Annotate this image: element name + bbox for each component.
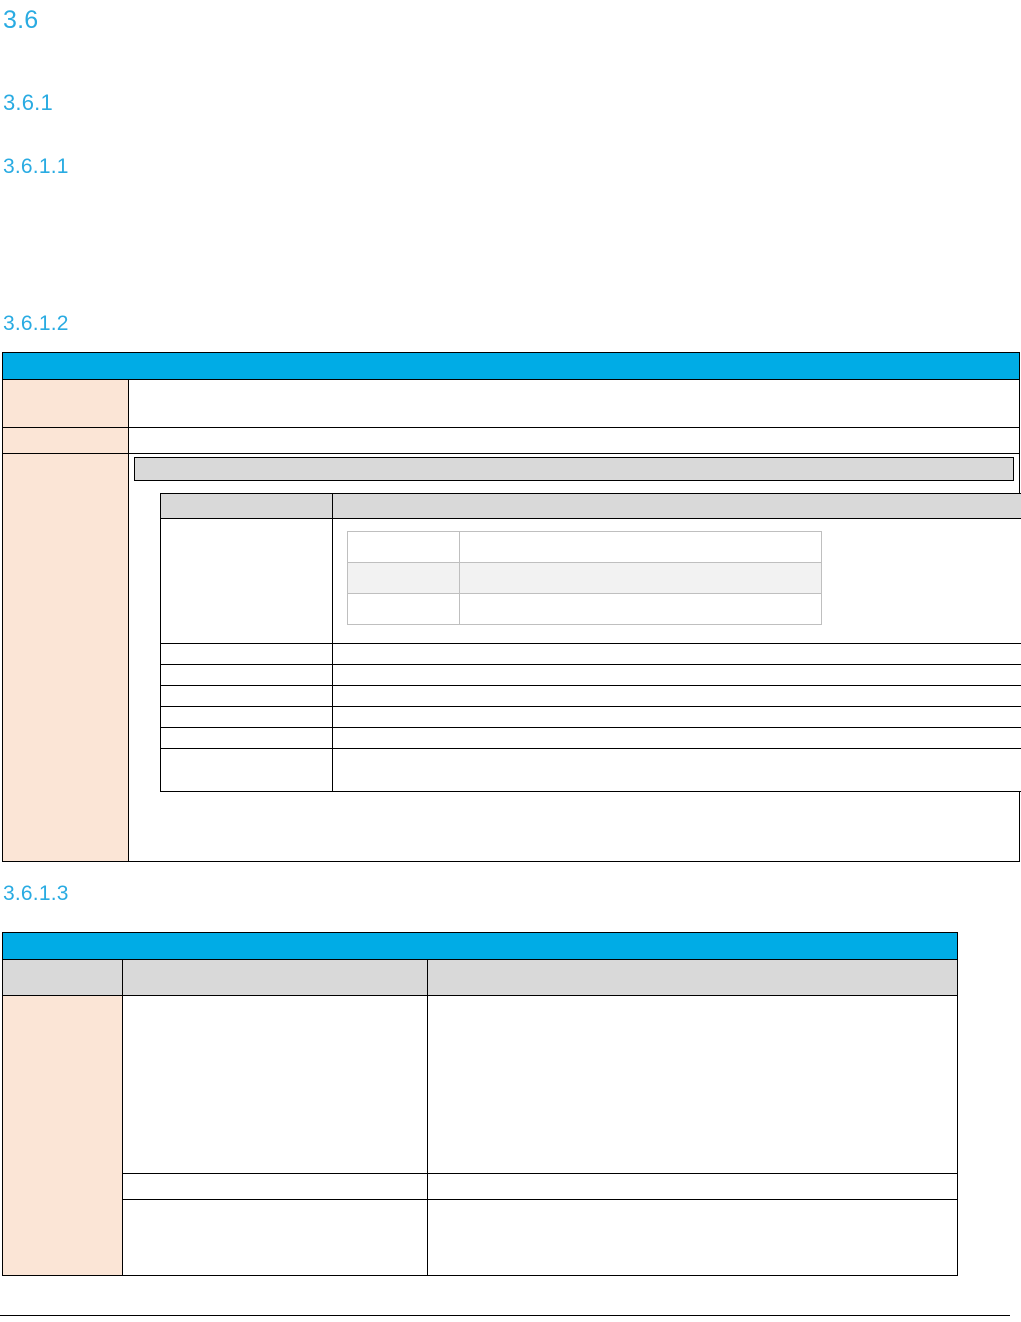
table-1-row-0-value	[128, 379, 1020, 428]
table-2-row-2-col2	[122, 1199, 428, 1276]
nested-value-table	[347, 531, 822, 625]
table-2-header-col2	[122, 959, 428, 996]
inner-row-3-col2	[332, 685, 1021, 707]
nested-row-0-col2	[459, 531, 822, 563]
table-row	[1, 932, 959, 960]
table-row	[2, 959, 959, 996]
inner-row-1-col1	[160, 643, 333, 665]
table-1-section-strip	[134, 457, 1014, 481]
inner-row-0-col1	[160, 518, 333, 644]
table-2-header-col3	[426, 959, 959, 996]
table-2-banner-cell	[1, 932, 959, 960]
inner-row-6-col1	[160, 748, 333, 792]
heading-3-6-1-2: 3.6.1.2	[3, 312, 69, 335]
table-row	[3, 1173, 959, 1200]
table-row	[347, 531, 822, 563]
table-row	[160, 685, 1021, 707]
table-1-row-2-label	[2, 453, 129, 862]
nested-row-2-col2	[459, 593, 822, 625]
table-row	[160, 493, 1021, 519]
table-2-row-2-col3	[426, 1199, 959, 1276]
table-row	[160, 706, 1021, 728]
nested-row-0-col1	[347, 531, 460, 563]
table-2-row-0-col3	[426, 995, 959, 1174]
table-row	[2, 995, 959, 1276]
inner-row-2-col2	[332, 664, 1021, 686]
table-row	[347, 562, 822, 594]
table-row	[2, 453, 1021, 862]
inner-row-3-col1	[160, 685, 333, 707]
inner-row-6-col2	[332, 748, 1021, 792]
table-2-row-1-col2	[122, 1173, 428, 1200]
table-row	[160, 643, 1021, 665]
inner-row-0-col2	[332, 518, 1021, 644]
table-1-row-0-label	[2, 379, 129, 428]
footer-divider	[0, 1315, 1010, 1316]
inner-content-wrapper	[134, 457, 1021, 792]
table-2-category-cell	[2, 995, 123, 1276]
table-row	[160, 518, 1021, 644]
inner-attribute-table	[160, 493, 1021, 792]
table-row	[347, 593, 822, 625]
table-row	[2, 379, 1020, 428]
specification-table-1	[2, 352, 1021, 862]
inner-row-4-col1	[160, 706, 333, 728]
heading-3-6-1-3: 3.6.1.3	[3, 882, 69, 905]
table-row	[160, 748, 1021, 792]
table-2-row-1-col3	[426, 1173, 959, 1200]
nested-row-2-col1	[347, 593, 460, 625]
inner-row-5-col1	[160, 727, 333, 749]
inner-header-col2	[332, 493, 1021, 519]
table-row	[2, 352, 1020, 380]
heading-3-6-1: 3.6.1	[3, 90, 53, 115]
nested-row-1-col1	[347, 562, 460, 594]
inner-row-2-col1	[160, 664, 333, 686]
nested-row-1-col2	[459, 562, 822, 594]
inner-row-1-col2	[332, 643, 1021, 665]
table-1-row-1-label	[2, 427, 129, 454]
heading-3-6-1-1: 3.6.1.1	[3, 155, 69, 178]
table-1-row-1-value	[128, 427, 1020, 454]
table-1-row-2-value	[128, 453, 1021, 862]
table-2-row-0-col2	[122, 995, 428, 1174]
specification-table-2	[1, 932, 959, 1276]
table-row	[160, 664, 1021, 686]
heading-3-6: 3.6	[3, 6, 39, 34]
inner-header-col1	[160, 493, 333, 519]
inner-row-4-col2	[332, 706, 1021, 728]
table-1-banner-cell	[2, 352, 1020, 380]
table-2-header-col1	[2, 959, 123, 996]
table-row	[160, 727, 1021, 749]
table-row	[2, 427, 1020, 454]
inner-row-5-col2	[332, 727, 1021, 749]
table-row	[3, 1199, 959, 1276]
